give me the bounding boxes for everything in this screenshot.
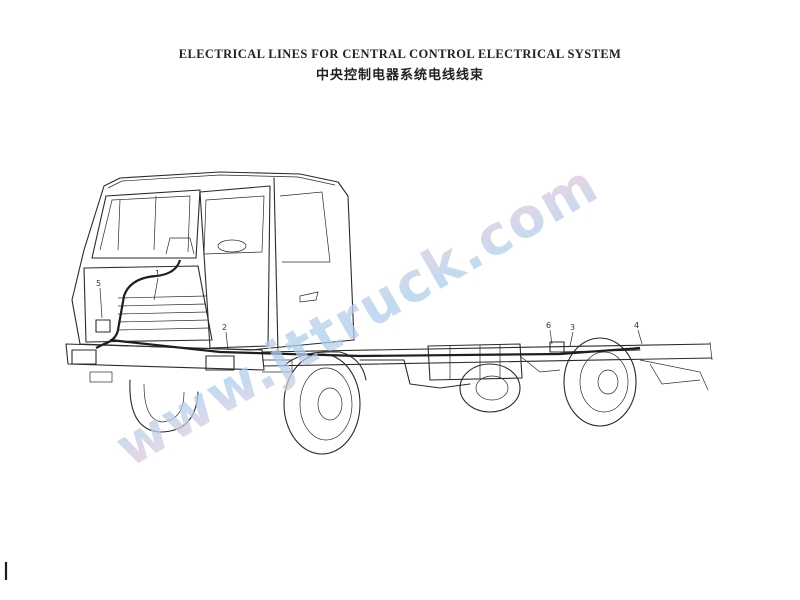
front-wheel-left: [129, 379, 199, 433]
callout-group: 1 2 3 4 5 6: [96, 269, 643, 351]
truck-cab: [71, 171, 355, 373]
rear-wheel-middle: [459, 363, 521, 413]
front-bumper: [65, 343, 265, 383]
fuel-tank: [427, 343, 523, 381]
diagram-title-chinese: 中央控制电器系统电线线束: [315, 68, 484, 83]
callout-5: 5: [96, 279, 101, 288]
watermark-text: www.jttruck.com: [105, 152, 609, 479]
wiring-harness: [95, 259, 641, 373]
callout-3: 3: [570, 323, 575, 332]
callout-4: 4: [634, 321, 639, 330]
callout-1: 1: [155, 269, 160, 278]
chassis-frame: [261, 341, 713, 391]
callout-6: 6: [546, 321, 551, 330]
diagram-title-english: ELECTRICAL LINES FOR CENTRAL CONTROL ELE…: [178, 47, 622, 61]
callout-2: 2: [222, 323, 227, 332]
